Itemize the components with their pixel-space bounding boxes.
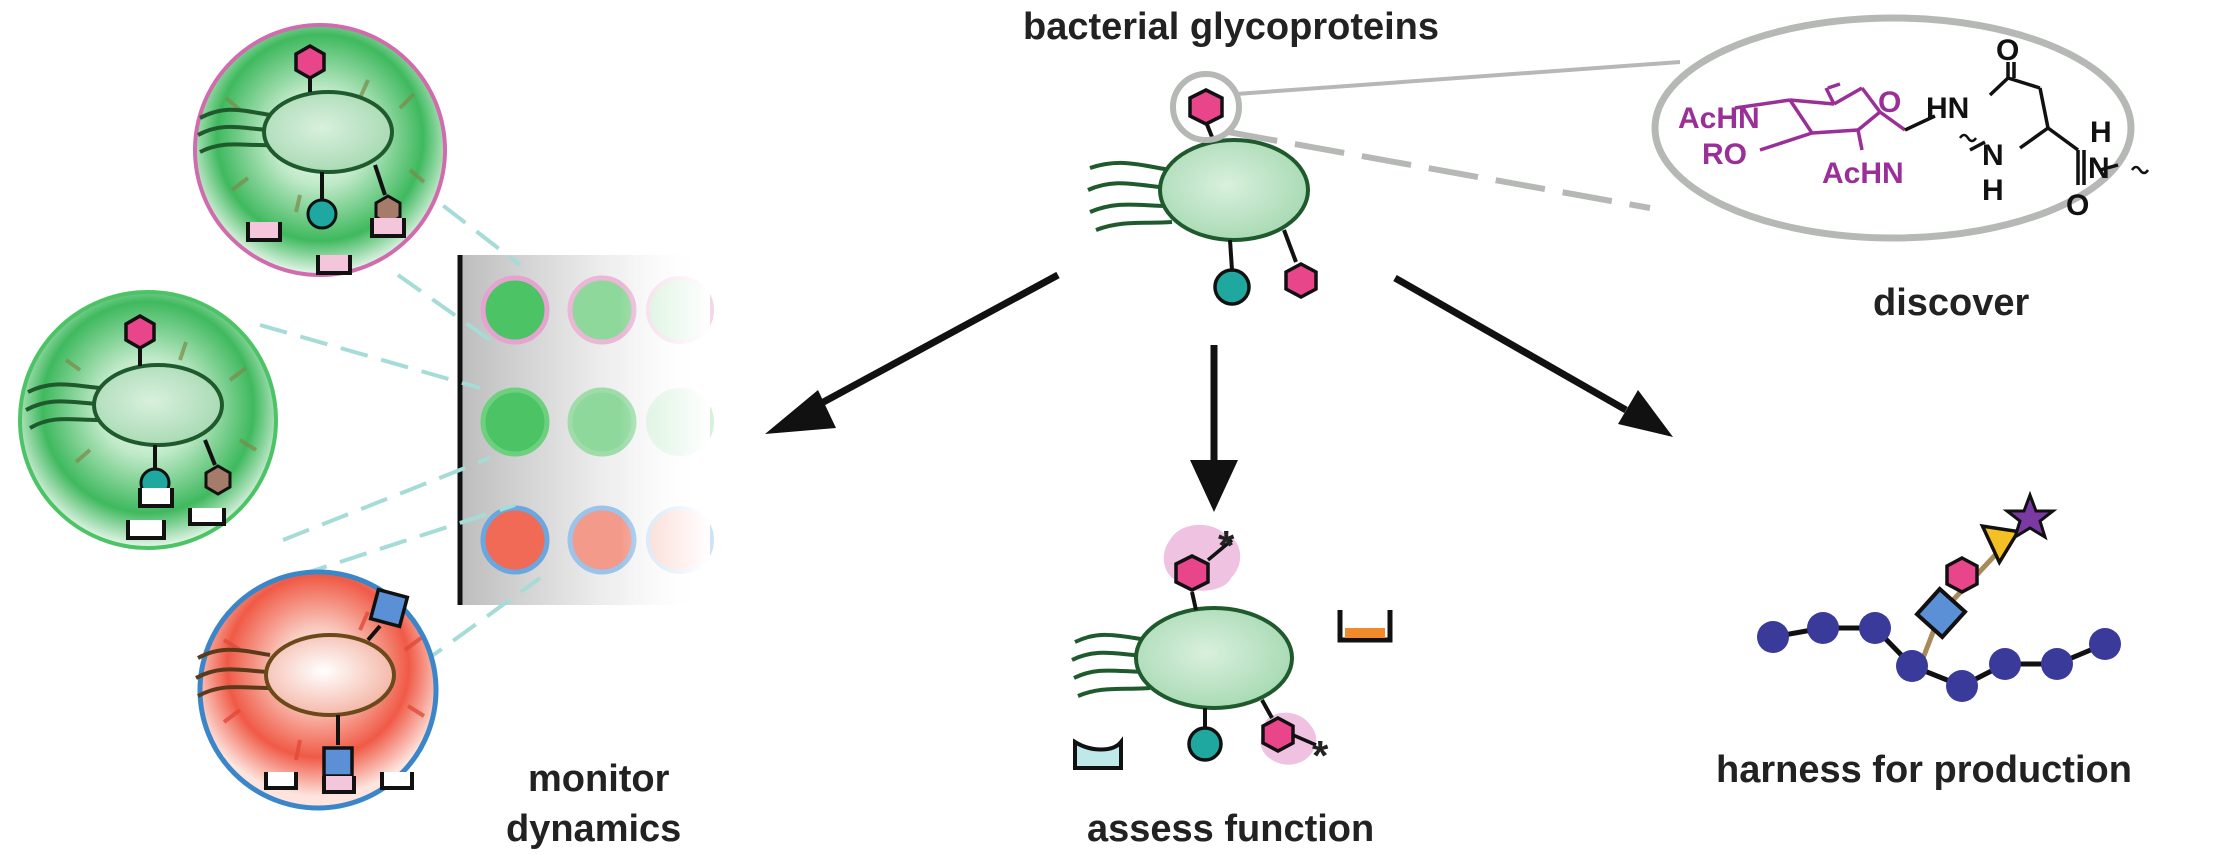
chem-h-terminal: H — [2090, 116, 2112, 149]
pink-hexagon-icon — [1174, 554, 1210, 592]
chem-o-top: O — [1996, 34, 2019, 67]
cell-green-rim — [18, 290, 278, 550]
title-bacterial-glycoproteins: bacterial glycoproteins — [1023, 6, 1440, 48]
magnifier-circle — [1170, 71, 1242, 143]
arrow-left — [765, 271, 1060, 434]
chem-hn: HN — [1926, 92, 1969, 125]
chem-achn-1: AcHN — [1678, 102, 1760, 135]
teal-circle-icon — [306, 198, 338, 230]
arrow-down — [1190, 345, 1238, 512]
teal-circle-icon — [1213, 268, 1251, 306]
pink-hexagon-icon — [1284, 262, 1318, 299]
wavy-bond-icon — [1958, 133, 1978, 143]
label-harness-for-production: harness for production — [1716, 749, 2132, 791]
purple-star-icon — [2002, 490, 2058, 541]
brown-hexagon-icon — [204, 464, 232, 496]
orange-receptor-icon — [1337, 610, 1393, 643]
pink-hexagon-icon — [1261, 716, 1295, 753]
white-receptor-icon — [126, 520, 166, 540]
blue-square-icon — [368, 587, 410, 629]
blue-square-icon — [1914, 586, 1968, 640]
pink-hexagon-icon — [1188, 88, 1224, 126]
label-monitor: monitor — [528, 758, 670, 800]
pink-hexagon-icon — [294, 43, 326, 81]
yellow-triangle-icon — [1979, 523, 2021, 567]
chem-h-backbone: H — [1982, 174, 2004, 207]
pink-receptor-icon — [246, 222, 282, 242]
chem-ring-o: O — [1878, 86, 1901, 119]
zoom-line-top — [1235, 60, 1681, 96]
zoom-line-bottom — [1227, 129, 1651, 211]
bead-icon — [1807, 612, 1839, 644]
chem-ro: RO — [1702, 138, 1747, 171]
cell-pink-rim — [193, 23, 447, 277]
production-chain — [1757, 490, 2121, 702]
cell-blue-rim — [195, 569, 439, 811]
chem-achn-2: AcHN — [1822, 157, 1904, 190]
white-receptor-icon — [380, 772, 414, 790]
pink-hexagon-icon — [1945, 556, 1979, 594]
arrow-right — [1393, 274, 1673, 437]
label-discover: discover — [1873, 282, 2030, 324]
chem-o-bottom: O — [2066, 189, 2089, 222]
bead-icon — [1896, 650, 1928, 682]
wavy-bond-icon — [2130, 165, 2150, 175]
bead-icon — [1946, 670, 1978, 702]
bead-icon — [1859, 612, 1891, 644]
light-blue-receptor-icon — [1073, 736, 1123, 770]
label-assess-function: assess function — [1087, 808, 1375, 850]
bead-icon — [1989, 648, 2021, 680]
asterisk-icon: * — [1312, 732, 1329, 779]
bead-icon — [1757, 621, 1789, 653]
pink-receptor-icon — [316, 255, 352, 275]
label-dynamics: dynamics — [506, 808, 682, 850]
white-receptor-icon — [264, 772, 298, 790]
chem-n-terminal: N — [2088, 152, 2110, 185]
pink-receptor-icon — [322, 776, 356, 794]
chem-n: N — [1982, 139, 2004, 172]
bead-icon — [2089, 628, 2121, 660]
asterisk-icon: * — [1218, 522, 1235, 569]
white-receptor-icon — [188, 508, 226, 526]
teal-circle-icon — [1187, 726, 1223, 762]
blue-square-icon — [322, 746, 354, 778]
pink-hexagon-icon — [124, 313, 156, 351]
central-bacterium — [1087, 71, 1318, 306]
well-plate — [457, 250, 714, 610]
structure-callout: AcHN O RO AcHN HN O N H H N O — [1651, 14, 2150, 242]
pink-receptor-icon — [370, 218, 406, 238]
white-receptor-icon — [138, 488, 174, 508]
assess-bacterium: * * — [1071, 522, 1393, 779]
bead-icon — [2041, 648, 2073, 680]
